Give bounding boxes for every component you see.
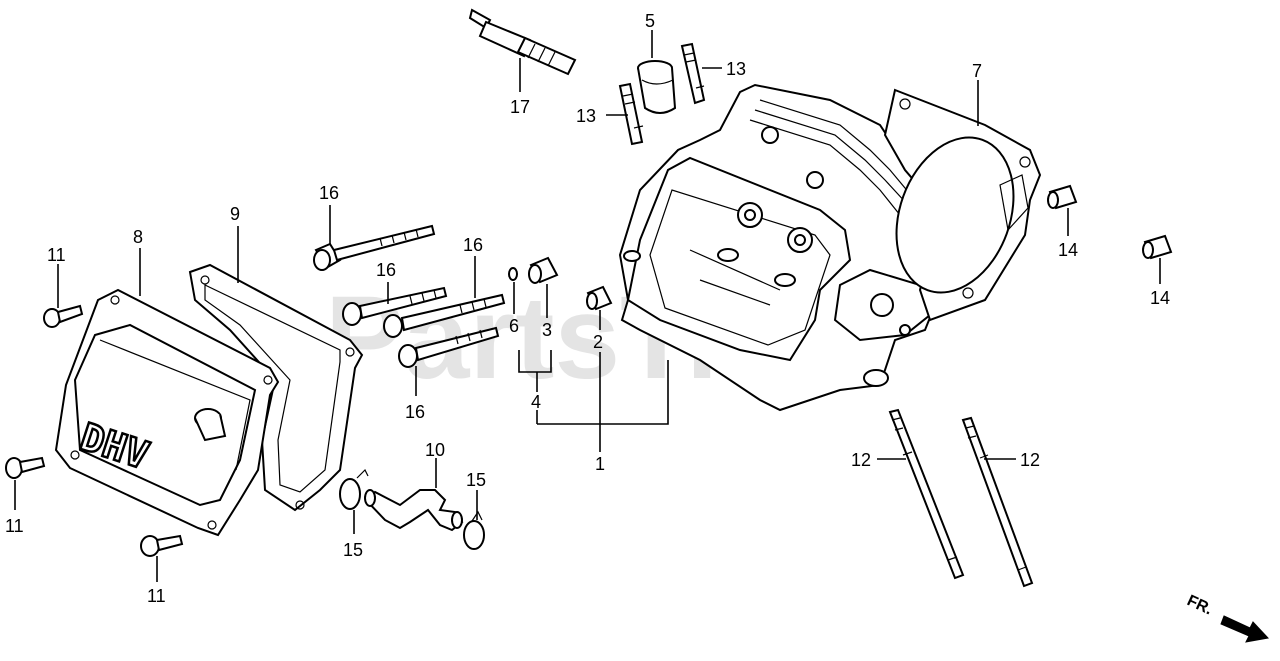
spark-plug[interactable]	[468, 8, 577, 76]
hose-clip-15-left[interactable]	[339, 468, 369, 510]
callout-15-right: 15	[466, 470, 486, 490]
guide-sleeve[interactable]	[637, 60, 677, 114]
bolt-16-long[interactable]	[383, 293, 506, 338]
head-gasket[interactable]	[876, 88, 1042, 322]
callout-17: 17	[510, 97, 530, 117]
callout-4: 4	[531, 392, 541, 412]
front-direction-indicator: FR.	[1184, 592, 1269, 643]
stud-13-lower[interactable]	[618, 82, 644, 146]
callout-11-top: 11	[47, 245, 66, 265]
long-stud-12-right[interactable]	[961, 416, 1034, 588]
callout-2: 2	[593, 332, 603, 352]
bracket-4	[518, 350, 552, 373]
callout-16-top: 16	[319, 183, 339, 203]
bolt-16-low[interactable]	[398, 326, 500, 368]
callout-5: 5	[645, 11, 655, 31]
dowel-pin-2[interactable]	[586, 285, 613, 311]
callout-13-upper: 13	[726, 59, 746, 79]
callout-8: 8	[133, 227, 143, 247]
callout-12-left: 12	[851, 450, 871, 470]
stud-13-upper[interactable]	[680, 42, 706, 105]
valve-cap-3[interactable]	[528, 256, 559, 284]
callout-16-low: 16	[405, 402, 425, 422]
valve-cover[interactable]	[54, 288, 280, 537]
front-arrow-icon	[1220, 615, 1269, 643]
breather-tube[interactable]	[364, 489, 464, 532]
callout-12-right: 12	[1020, 450, 1040, 470]
bolt-16-mid[interactable]	[342, 286, 448, 326]
hose-clip-15-right[interactable]	[463, 510, 485, 550]
callout-11-bottom: 11	[147, 586, 166, 606]
flange-bolt-11-top[interactable]	[43, 304, 84, 328]
callout-6: 6	[509, 316, 519, 336]
flange-bolt-11-bottom[interactable]	[140, 534, 184, 557]
callout-16-mid: 16	[376, 260, 396, 280]
callout-14-right: 14	[1058, 240, 1078, 260]
callout-16-long: 16	[463, 235, 483, 255]
flange-bolt-11-left[interactable]	[5, 456, 46, 479]
retainer-6[interactable]	[508, 267, 518, 281]
fr-label: FR.	[1184, 592, 1215, 618]
cylinder-head[interactable]	[618, 83, 937, 412]
callout-15-left: 15	[343, 540, 363, 560]
cover-gasket[interactable]	[188, 263, 364, 512]
bracket-1	[537, 360, 669, 425]
callout-3: 3	[542, 320, 552, 340]
callout-11-left: 11	[5, 516, 24, 536]
callout-7: 7	[972, 61, 982, 81]
dowel-pin-14-far[interactable]	[1142, 234, 1173, 260]
callout-1: 1	[595, 454, 605, 474]
callout-10: 10	[425, 440, 445, 460]
callout-14-far: 14	[1150, 288, 1170, 308]
dowel-pin-14-right[interactable]	[1047, 184, 1078, 210]
bolt-16-top[interactable]	[313, 224, 436, 271]
callout-9: 9	[230, 204, 240, 224]
callout-13-lower: 13	[576, 106, 596, 126]
long-stud-12-left[interactable]	[888, 408, 965, 580]
